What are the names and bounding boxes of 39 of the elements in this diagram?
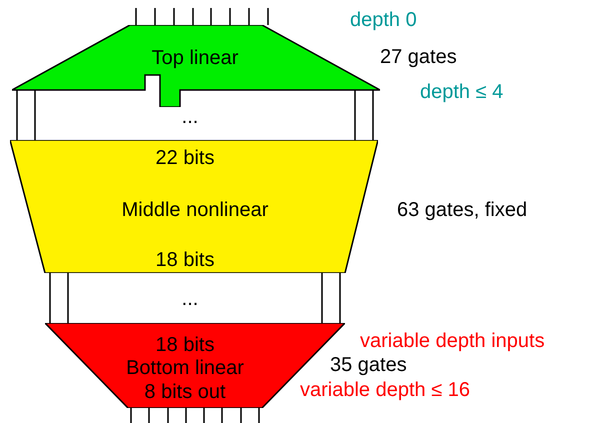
wire — [321, 273, 323, 323]
annotation: depth ≤ 4 — [420, 80, 504, 104]
annotation: 63 gates, fixed — [397, 198, 528, 222]
wire — [16, 90, 18, 140]
annotation: depth 0 — [350, 8, 417, 32]
block-title: Top linear — [152, 46, 238, 70]
wire — [67, 273, 69, 323]
wire — [167, 408, 169, 423]
wire — [372, 90, 374, 140]
wire — [135, 8, 137, 25]
wire — [267, 8, 269, 25]
bit-width-label: 8 bits out — [144, 380, 226, 404]
wire — [192, 8, 194, 25]
annotation: variable depth inputs — [360, 329, 545, 353]
trapezoid-block — [10, 140, 378, 273]
wire — [258, 408, 260, 423]
bit-width-label: 18 bits — [156, 248, 214, 272]
wire — [203, 408, 205, 423]
annotation: 35 gates — [330, 353, 407, 377]
wire — [248, 8, 250, 25]
wire — [221, 408, 223, 423]
annotation: variable depth ≤ 16 — [300, 378, 470, 402]
block-title: Bottom linear — [126, 356, 244, 380]
annotation: 27 gates — [380, 45, 457, 69]
wire — [49, 273, 51, 323]
block-title: Middle nonlinear — [122, 198, 268, 222]
wire — [148, 408, 150, 423]
bit-width-label: 22 bits — [156, 146, 214, 170]
wire — [173, 8, 175, 25]
wire — [130, 408, 132, 423]
wire — [229, 8, 231, 25]
wire — [34, 90, 36, 140]
wire — [339, 273, 341, 323]
wire — [240, 408, 242, 423]
bit-width-label: 18 bits — [156, 333, 214, 357]
wire — [185, 408, 187, 423]
wire — [154, 8, 156, 25]
wire — [354, 90, 356, 140]
wire — [210, 8, 212, 25]
